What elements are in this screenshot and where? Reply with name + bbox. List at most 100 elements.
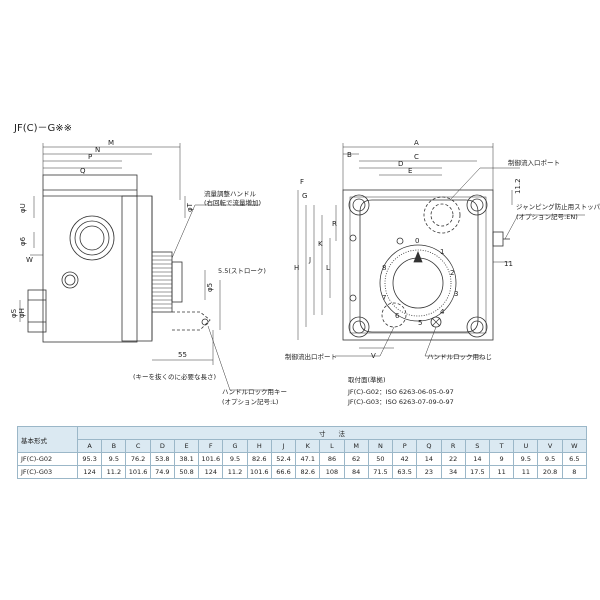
dial-number: 7 bbox=[382, 294, 386, 302]
value-cell: 34 bbox=[440, 465, 466, 479]
dim-phi5: φ5 bbox=[206, 283, 214, 292]
value-cell: 14 bbox=[464, 452, 490, 466]
dim-j: J bbox=[308, 256, 311, 264]
dim-h-right: H bbox=[294, 264, 299, 272]
column-header: M bbox=[343, 439, 369, 453]
dial-number: 6 bbox=[395, 312, 400, 320]
column-header: J bbox=[270, 439, 297, 453]
value-cell: 17.5 bbox=[464, 465, 490, 479]
value-cell: 84 bbox=[343, 465, 369, 479]
value-cell: 9.5 bbox=[537, 452, 563, 466]
dim-b: B bbox=[347, 151, 352, 159]
value-cell: 50.8 bbox=[173, 465, 200, 479]
dial-number: 5 bbox=[418, 319, 422, 327]
dim-11: 11 bbox=[504, 260, 513, 268]
dial-number: 4 bbox=[440, 308, 445, 316]
dial-number: 8 bbox=[382, 264, 386, 272]
stroke-label: 5.5(ストローク) bbox=[218, 267, 266, 275]
column-header: H bbox=[246, 439, 272, 453]
column-header: A bbox=[76, 439, 103, 453]
value-cell: 124 bbox=[76, 465, 103, 479]
value-cell: 86 bbox=[319, 452, 345, 466]
value-cell: 95.3 bbox=[76, 452, 103, 466]
value-cell: 101.6 bbox=[246, 465, 272, 479]
lock-key-option: (オプション記号:L) bbox=[222, 397, 278, 406]
column-header: C bbox=[125, 439, 151, 453]
value-cell: 101.6 bbox=[198, 452, 224, 466]
dim-m: M bbox=[108, 139, 114, 147]
column-header: V bbox=[537, 439, 563, 453]
dim-f: F bbox=[300, 178, 304, 186]
dim-n: N bbox=[95, 146, 100, 154]
column-header: L bbox=[319, 439, 345, 453]
dim-11-2: 11.2 bbox=[514, 178, 522, 194]
dial-number: 0 bbox=[415, 237, 419, 245]
value-cell: 22 bbox=[440, 452, 466, 466]
mount-g03: JF(C)-G03：ISO 6263-07-09-0-97 bbox=[347, 398, 454, 406]
model-cell: JF(C)-G03 bbox=[17, 465, 78, 479]
value-cell: 52.4 bbox=[270, 452, 297, 466]
stopper-label: ジャンピング防止用ストッパー bbox=[516, 202, 600, 211]
model-cell: JF(C)-G02 bbox=[17, 452, 78, 466]
value-cell: 9 bbox=[488, 452, 515, 466]
value-cell: 42 bbox=[392, 452, 418, 466]
dim-a: A bbox=[414, 139, 419, 147]
lock-key-label: ハンドルロック用キー bbox=[222, 388, 287, 396]
outlet-port-label: 制御流出口ポート bbox=[285, 352, 337, 361]
column-header: B bbox=[101, 439, 127, 453]
column-header: F bbox=[198, 439, 224, 453]
column-header: Q bbox=[416, 439, 442, 453]
inlet-port-label: 制御流入口ポート bbox=[508, 158, 560, 167]
dim-e: E bbox=[408, 167, 412, 175]
key-length-label: (キーを抜くのに必要な長さ) bbox=[133, 372, 216, 381]
dim-p: P bbox=[88, 153, 92, 161]
dim-l: L bbox=[326, 264, 330, 272]
value-cell: 62 bbox=[343, 452, 369, 466]
drawing-title: JF(C)－G※※ bbox=[13, 123, 72, 134]
left-side-view bbox=[19, 143, 270, 391]
value-cell: 11.2 bbox=[101, 465, 127, 479]
value-cell: 9.5 bbox=[222, 452, 248, 466]
dial-number: 2 bbox=[450, 269, 454, 277]
value-cell: 38.1 bbox=[173, 452, 200, 466]
value-cell: 6.5 bbox=[561, 452, 588, 466]
value-cell: 101.6 bbox=[125, 465, 151, 479]
mount-title: 取付面(準拠) bbox=[348, 375, 386, 384]
stopper-option: (オプション記号:EN) bbox=[516, 212, 578, 221]
flow-handle-label: 流量調整ハンドル bbox=[204, 189, 257, 198]
dial-number: 1 bbox=[440, 248, 444, 256]
left-view-dimension-labels: M N P Q φU φT φ6 W φ5 φS φH 55 流量調整ハンドル … bbox=[10, 139, 287, 406]
dim-q: Q bbox=[80, 167, 86, 175]
dim-k: K bbox=[318, 240, 323, 248]
column-header: P bbox=[392, 439, 418, 453]
dial-number: 3 bbox=[454, 290, 458, 298]
value-cell: 71.5 bbox=[367, 465, 394, 479]
right-view-dimension-labels: A B C D E F G H J K L R V 11.2 11 制御流入口ポ… bbox=[285, 139, 600, 406]
dim-phi6: φ6 bbox=[19, 236, 27, 246]
dim-w: W bbox=[26, 256, 33, 264]
value-cell: 20.8 bbox=[537, 465, 563, 479]
value-cell: 53.8 bbox=[149, 452, 175, 466]
dim-v: V bbox=[371, 352, 376, 360]
column-header: W bbox=[561, 439, 588, 453]
value-cell: 82.6 bbox=[246, 452, 272, 466]
dim-u: φU bbox=[19, 203, 27, 213]
column-header: U bbox=[513, 439, 539, 453]
column-header: R bbox=[440, 439, 466, 453]
value-cell: 82.6 bbox=[295, 465, 321, 479]
dim-r: R bbox=[332, 220, 337, 228]
value-cell: 14 bbox=[416, 452, 442, 466]
dims-header: 寸 法 bbox=[77, 426, 587, 440]
column-header: K bbox=[295, 439, 321, 453]
value-cell: 11 bbox=[513, 465, 539, 479]
column-header: G bbox=[222, 439, 248, 453]
dim-s: φS bbox=[10, 308, 18, 318]
value-cell: 124 bbox=[198, 465, 224, 479]
value-cell: 63.5 bbox=[392, 465, 418, 479]
column-header: E bbox=[173, 439, 200, 453]
column-header: N bbox=[367, 439, 394, 453]
